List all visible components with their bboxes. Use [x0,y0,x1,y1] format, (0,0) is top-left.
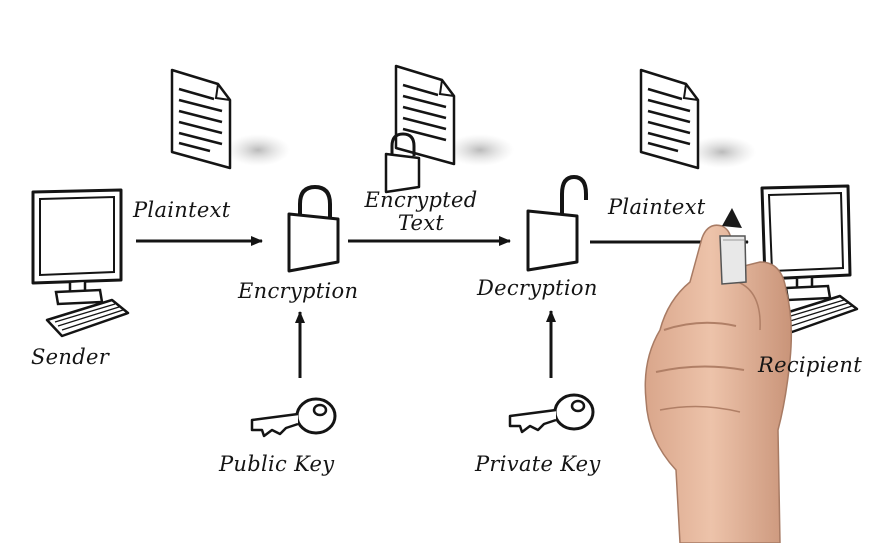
encrypted-text-line-2: Text [397,211,445,235]
desktop-computer-icon [31,188,130,338]
document-icon [170,68,290,170]
document-icon [639,68,756,170]
encrypted-text-label: Encrypted Text [356,189,486,235]
sender-label: Sender [31,345,110,369]
padlock-closed-icon [287,184,340,273]
plaintext-output-label: Plaintext [608,195,706,219]
public-key-label: Public Key [219,452,335,476]
key-icon [508,393,595,434]
recipient-label: Recipient [758,353,862,377]
padlock-open-icon [526,174,588,272]
encryption-label: Encryption [238,279,359,303]
key-icon [250,397,337,438]
padlock-closed-icon [384,132,421,194]
desktop-computer-icon [760,184,859,334]
private-key-label: Private Key [475,452,601,476]
decryption-label: Decryption [477,276,598,300]
plaintext-input-label: Plaintext [133,198,231,222]
hand-with-marker [644,208,793,543]
encrypted-text-line-1: Encrypted [364,188,478,212]
